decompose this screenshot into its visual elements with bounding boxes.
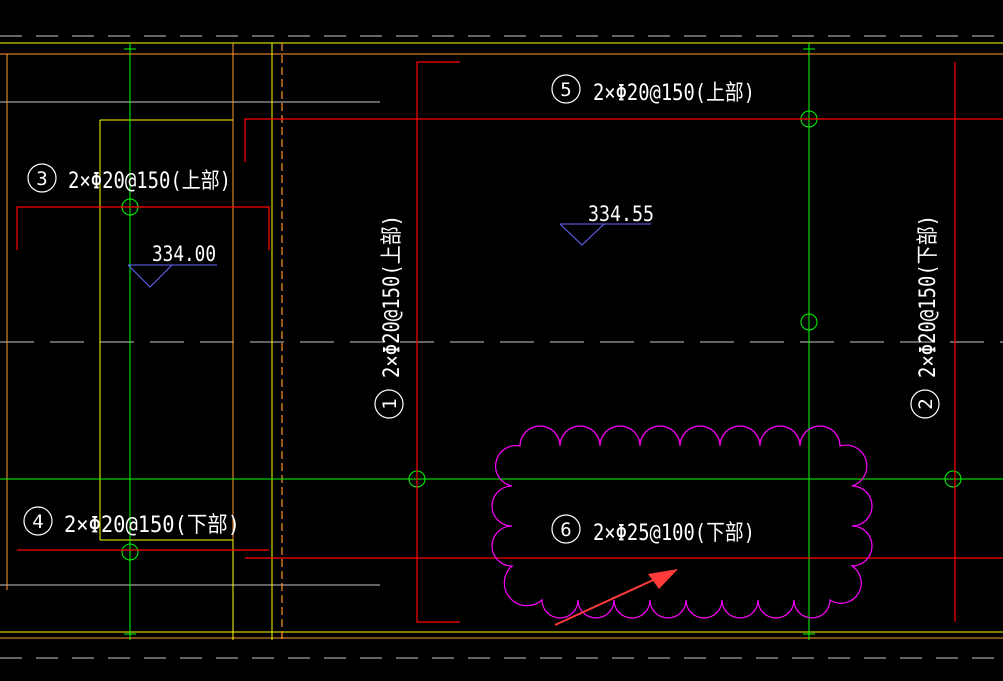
rebar-label-3[interactable]: 3 2×Φ20@150(上部) [27,163,231,194]
rebar-label-1-spec: 2×Φ20@150(上部) [380,215,405,378]
rebar-label-4-spec: 2×Φ20@150(下部) [64,513,240,538]
rebar-label-2-number: 2 [915,398,937,409]
axis-node-circles[interactable] [121,110,962,561]
rebar-label-5-number: 5 [560,79,571,101]
rebar-lines[interactable] [16,61,1003,623]
elevation-marker-left[interactable]: 334.00 [127,242,217,288]
red-arrow[interactable] [554,569,678,626]
rebar-label-1-number: 1 [379,398,401,409]
dashed-reference-lines [0,35,1003,659]
rebar-label-6[interactable]: 6 2×Φ25@100(下部) [551,514,755,546]
rebar-label-5-spec: 2×Φ20@150(上部) [593,81,755,106]
slab-boundary-lines [0,42,1003,640]
rebar-label-4[interactable]: 4 2×Φ20@150(下部) [23,506,240,538]
rebar-label-3-spec: 2×Φ20@150(上部) [68,169,231,194]
revision-cloud[interactable] [491,425,873,619]
rebar-label-6-spec: 2×Φ25@100(下部) [593,521,755,546]
elevation-marker-right[interactable]: 334.55 [559,202,654,246]
rebar-label-2-spec: 2×Φ20@150(下部) [916,215,941,378]
rebar-label-3-number: 3 [36,168,47,190]
elevation-left-value: 334.00 [152,242,216,266]
rebar-label-6-number: 6 [560,519,571,541]
rebar-label-2[interactable]: 2 2×Φ20@150(下部) [910,215,941,419]
rebar-label-5[interactable]: 5 2×Φ20@150(上部) [551,74,755,106]
rebar-label-4-number: 4 [32,511,43,533]
elevation-right-value: 334.55 [588,202,654,226]
rebar-label-1[interactable]: 1 2×Φ20@150(上部) [374,215,405,419]
green-axis-lines [0,43,1003,640]
